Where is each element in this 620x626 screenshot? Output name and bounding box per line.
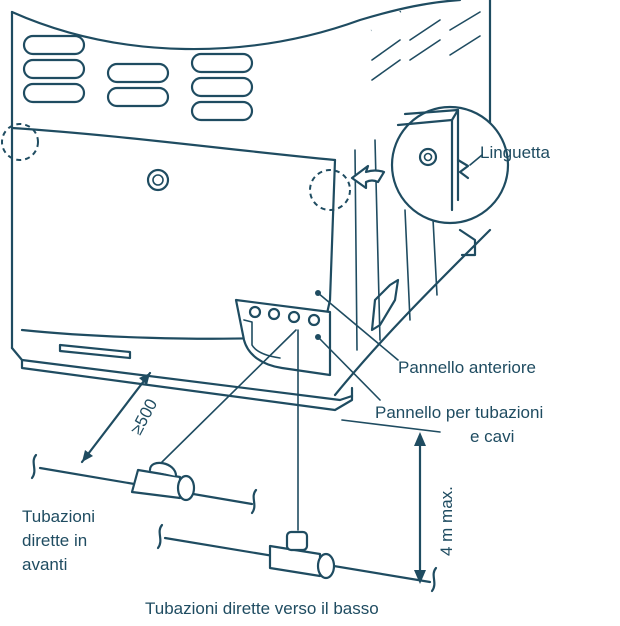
side-grille-slot: [409, 19, 441, 41]
side-grille-slot: [409, 39, 441, 61]
side-grille-slot: [449, 35, 481, 56]
front-pipe-tee-end: [176, 474, 196, 502]
grille-slot: [22, 58, 86, 80]
down-piping: [156, 329, 438, 593]
base-foot: [58, 343, 132, 360]
grille-slot: [106, 62, 170, 84]
zoom-screw-inner: [423, 152, 433, 162]
height-dimension: [341, 419, 441, 584]
down-pipe-break-right: [430, 566, 438, 593]
front-pipe-break-left: [30, 453, 38, 480]
front-screw: [146, 168, 170, 192]
zoom-screw-outer: [418, 147, 438, 167]
side-grille-slot: [371, 39, 401, 61]
label-pipe-panel-line1: Pannello per tubazioni: [375, 403, 543, 422]
screw-outer: [146, 168, 170, 192]
pipe-panel-hole: [287, 310, 301, 324]
side-slot: [370, 278, 400, 332]
pipe-cable-panel: [234, 298, 332, 377]
clearance-dimension: [80, 371, 152, 464]
zoom-tab: [456, 158, 470, 180]
side-bracket: [458, 228, 477, 257]
grille-slot: [22, 82, 86, 104]
tab-detail-zoom: [390, 105, 510, 225]
pipe-panel-leader: [317, 336, 381, 401]
grille-slot: [190, 100, 254, 122]
clearance-arrow-head-bottom: [82, 450, 93, 462]
label-front-pipes-line1: Tubazioni: [22, 507, 95, 526]
tab-location-right: [309, 169, 351, 211]
front-pipe-break-right: [250, 488, 258, 515]
front-grille: [22, 34, 254, 122]
side-grille-slot: [449, 11, 481, 31]
grille-slot: [190, 52, 254, 74]
label-front-panel: Pannello anteriore: [398, 358, 536, 377]
side-grille-slot-inner: [371, 11, 401, 32]
label-tab: Linguetta: [480, 143, 550, 162]
side-rib: [404, 209, 411, 321]
label-front-pipes-line3: avanti: [22, 555, 67, 574]
label-height: 4 m max.: [437, 486, 456, 556]
side-rib: [354, 149, 358, 351]
screw-inner: [152, 174, 164, 186]
zoom-arrow: [350, 164, 386, 190]
front-pipe-tee-body: [130, 468, 182, 500]
pipe-panel-hole: [248, 305, 262, 319]
down-pipe-tee-cap: [285, 530, 309, 552]
front-pipe-leader: [161, 329, 297, 463]
grille-slot: [190, 76, 254, 98]
tab-location-left: [1, 123, 39, 161]
height-ref-top: [341, 419, 441, 433]
front-panel-leader: [317, 292, 399, 361]
down-pipe-tee-end: [316, 552, 336, 580]
height-arrow-head-bottom: [414, 570, 426, 584]
front-panel-seam: [10, 126, 337, 162]
clearance-arrow-line: [80, 371, 152, 464]
down-pipe-break-left: [156, 523, 164, 550]
unit-top-edge: [10, 0, 462, 51]
height-arrow-head-top: [414, 432, 426, 446]
label-pipe-panel-line2: e cavi: [470, 427, 514, 446]
base-rail-front: [10, 346, 354, 402]
pipe-panel-hole: [267, 307, 281, 321]
grille-slot: [106, 86, 170, 108]
pipe-panel-hole: [307, 313, 321, 327]
label-clearance: ≥500: [127, 396, 161, 438]
side-grille-slot: [371, 59, 401, 81]
outdoor-unit: [10, 0, 492, 412]
label-front-pipes-line2: dirette in: [22, 531, 87, 550]
front-panel-leader-dot: [315, 290, 321, 296]
front-piping: [30, 329, 297, 515]
grille-slot: [22, 34, 86, 56]
pipe-panel-inner: [243, 319, 281, 359]
label-down-pipes: Tubazioni dirette verso il basso: [145, 599, 379, 618]
base-rail-bottom: [20, 358, 354, 412]
tab-leader: [469, 154, 483, 166]
zoom-circle: [390, 105, 510, 225]
down-pipe-tee-body: [268, 544, 322, 578]
front-pipe-tee-cap: [148, 461, 178, 478]
front-panel-bottom: [20, 328, 264, 340]
pipe-panel-outline: [234, 298, 332, 377]
clearance-arrow-head-top: [139, 373, 150, 385]
